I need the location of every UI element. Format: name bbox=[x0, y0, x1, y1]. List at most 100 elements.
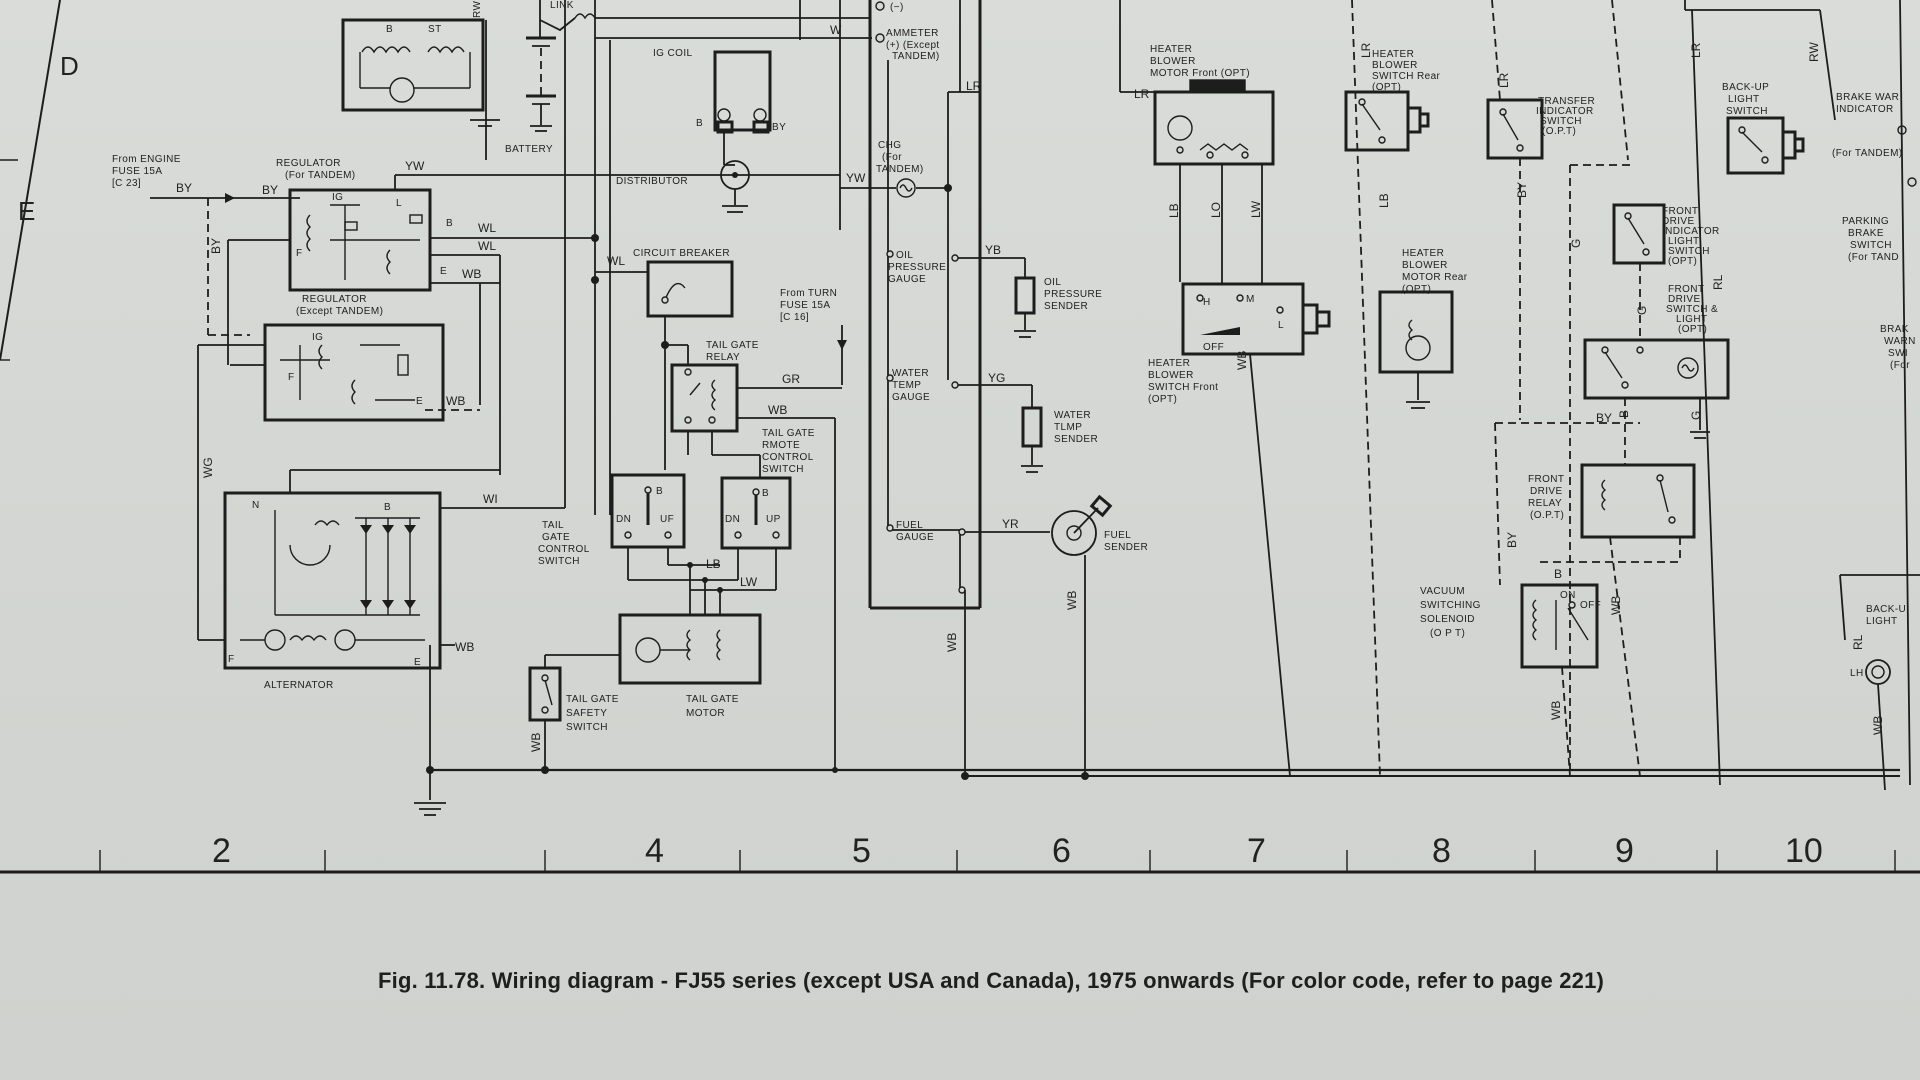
wire-code-wb-backup: WB bbox=[1871, 716, 1885, 735]
ig-coil-label: IG COIL bbox=[653, 48, 693, 59]
oil-sender-line3: SENDER bbox=[1044, 301, 1088, 312]
heater-switch-front-line2: BLOWER bbox=[1148, 370, 1194, 381]
heater-blower-motor-rear bbox=[1378, 290, 1454, 409]
front-drive-indicator-line5: SWITCH bbox=[1668, 246, 1710, 257]
battery-label: BATTERY bbox=[505, 144, 553, 155]
vacuum-solenoid-term-off: OFF bbox=[1580, 600, 1601, 611]
wire-code-by-fd: BY bbox=[1596, 411, 1612, 425]
wire-code-yr: YR bbox=[1002, 517, 1019, 531]
water-sender-line2: TLMP bbox=[1054, 422, 1082, 433]
distributor bbox=[720, 132, 750, 213]
front-drive-indicator-line3: INDICATOR bbox=[1662, 226, 1720, 237]
vacuum-switching-solenoid bbox=[1520, 583, 1599, 669]
wire-code-wl-cb: WL bbox=[607, 254, 625, 268]
front-drive-relay bbox=[1580, 463, 1696, 539]
wire-code-lb-heater: LB bbox=[1167, 203, 1181, 218]
tail-gate-remote-line3: CONTROL bbox=[762, 452, 814, 463]
alternator bbox=[223, 491, 442, 670]
tail-gate-control-term-b1: B bbox=[656, 486, 663, 497]
vacuum-solenoid-term-on: ON bbox=[1560, 590, 1576, 601]
heater-switch-rear-line3: SWITCH Rear bbox=[1372, 71, 1441, 82]
alternator-term-b: B bbox=[384, 502, 391, 513]
regulator-term-ig: IG bbox=[312, 332, 323, 343]
ammeter-name: AMMETER bbox=[886, 28, 939, 39]
wire-code-wg: WG bbox=[201, 457, 215, 478]
battery-symbol bbox=[470, 20, 556, 132]
fuel-sender-line1: FUEL bbox=[1104, 530, 1131, 541]
wire-code-lo-heater: LO bbox=[1209, 202, 1223, 218]
fuel-sender-line2: SENDER bbox=[1104, 542, 1148, 553]
circuit-breaker bbox=[646, 260, 734, 318]
wire-code-lr-cluster: LR bbox=[966, 79, 982, 93]
heater-switch-front-term-l: L bbox=[1278, 320, 1284, 331]
starter-terminal-st: ST bbox=[428, 24, 442, 35]
fusible-link bbox=[539, 0, 596, 32]
wire-code-rw-backup: RW bbox=[1807, 42, 1821, 62]
wire-code-lb-rear: LB bbox=[1377, 193, 1391, 208]
water-gauge-line3: GAUGE bbox=[892, 392, 930, 403]
regulator-tandem-term-ig: IG bbox=[332, 192, 343, 203]
wire-code-lr-rear: LR bbox=[1359, 42, 1373, 58]
wire-code-wb-vac: WB bbox=[1549, 701, 1563, 720]
column-label-7: 7 bbox=[1247, 832, 1266, 870]
regulator-term-e: E bbox=[416, 396, 423, 407]
chg-indicator-lamp bbox=[896, 178, 916, 198]
backup-switch-line3: SWITCH bbox=[1726, 106, 1768, 117]
circuit-breaker-label: CIRCUIT BREAKER bbox=[633, 248, 730, 259]
regulator-name: REGULATOR bbox=[302, 294, 367, 305]
heater-motor-rear-line4: (OPT) bbox=[1402, 284, 1431, 295]
tail-gate-control-term-up: UP bbox=[766, 514, 781, 525]
ig-coil-terminal-by: BY bbox=[772, 122, 786, 133]
starter-motor bbox=[341, 18, 485, 112]
front-drive-indicator-switch bbox=[1612, 203, 1666, 265]
vacuum-solenoid-line4: (O P T) bbox=[1430, 628, 1465, 639]
tail-gate-control-switch-right bbox=[720, 476, 792, 550]
front-drive-relay-line4: (O.P.T) bbox=[1530, 510, 1564, 521]
gauge-cluster-outline bbox=[868, 0, 982, 610]
row-label-e: E bbox=[18, 196, 35, 226]
wire-code-wb-alt: WB bbox=[455, 640, 474, 654]
tail-gate-control-line1: TAIL bbox=[542, 520, 564, 531]
water-sender-line3: SENDER bbox=[1054, 434, 1098, 445]
front-drive-indicator-line6: (OPT) bbox=[1668, 256, 1697, 267]
distributor-label: DISTRIBUTOR bbox=[616, 176, 688, 187]
backup-light-line2: LIGHT bbox=[1866, 616, 1897, 627]
wire-code-wb-fuel: WB bbox=[1065, 591, 1079, 610]
column-label-10: 10 bbox=[1785, 832, 1823, 870]
wire-code-b-vac: B bbox=[1554, 567, 1562, 581]
front-drive-indicator-line2: DRIVE bbox=[1662, 216, 1695, 227]
wire-code-lr-transfer: LR bbox=[1497, 72, 1511, 88]
heater-motor-front-line1: HEATER bbox=[1150, 44, 1192, 55]
wire-code-yw-reg: YW bbox=[405, 159, 425, 173]
front-drive-switch bbox=[1583, 338, 1730, 400]
heater-motor-front-line2: BLOWER bbox=[1150, 56, 1196, 67]
wire-code-b-fd: B bbox=[1617, 410, 1631, 418]
oil-sender-line2: PRESSURE bbox=[1044, 289, 1102, 300]
wire-code-by-vac: BY bbox=[1505, 532, 1519, 548]
wire-code-wb-heater: WB bbox=[1235, 351, 1249, 370]
front-drive-indicator-line1: FRONT bbox=[1662, 206, 1698, 217]
parking-brake-line3: SWITCH bbox=[1850, 240, 1892, 251]
tail-gate-control-line4: SWITCH bbox=[538, 556, 580, 567]
vacuum-solenoid-line2: SWITCHING bbox=[1420, 600, 1481, 611]
regulator-sub: (Except TANDEM) bbox=[296, 306, 383, 317]
wire-code-wb-reg2: WB bbox=[446, 394, 465, 408]
fuse-engine-line3: [C 23] bbox=[112, 178, 141, 189]
ig-coil-terminal-b: B bbox=[696, 118, 703, 129]
fuel-gauge-line1: FUEL bbox=[896, 520, 923, 531]
regulator-tandem-name: REGULATOR bbox=[276, 158, 341, 169]
wire-code-by-feed: BY bbox=[176, 181, 192, 195]
regulator-tandem-term-l: L bbox=[396, 198, 402, 209]
column-label-5: 5 bbox=[852, 832, 871, 870]
regulator-tandem-term-f: F bbox=[296, 248, 303, 259]
wire-code-lw-heater: LW bbox=[1249, 200, 1263, 218]
oil-gauge-line3: GAUGE bbox=[888, 274, 926, 285]
front-drive-relay-line3: RELAY bbox=[1528, 498, 1562, 509]
transfer-indicator-line3: SWITCH bbox=[1540, 116, 1582, 127]
regulator-tandem-term-e: E bbox=[440, 266, 447, 277]
row-label-d: D bbox=[60, 51, 79, 81]
tail-gate-control-term-b2: B bbox=[762, 488, 769, 499]
brake-warning-line3: (For TANDEM) bbox=[1832, 148, 1903, 159]
ig-coil bbox=[713, 50, 772, 134]
tail-gate-remote-line1: TAIL GATE bbox=[762, 428, 815, 439]
